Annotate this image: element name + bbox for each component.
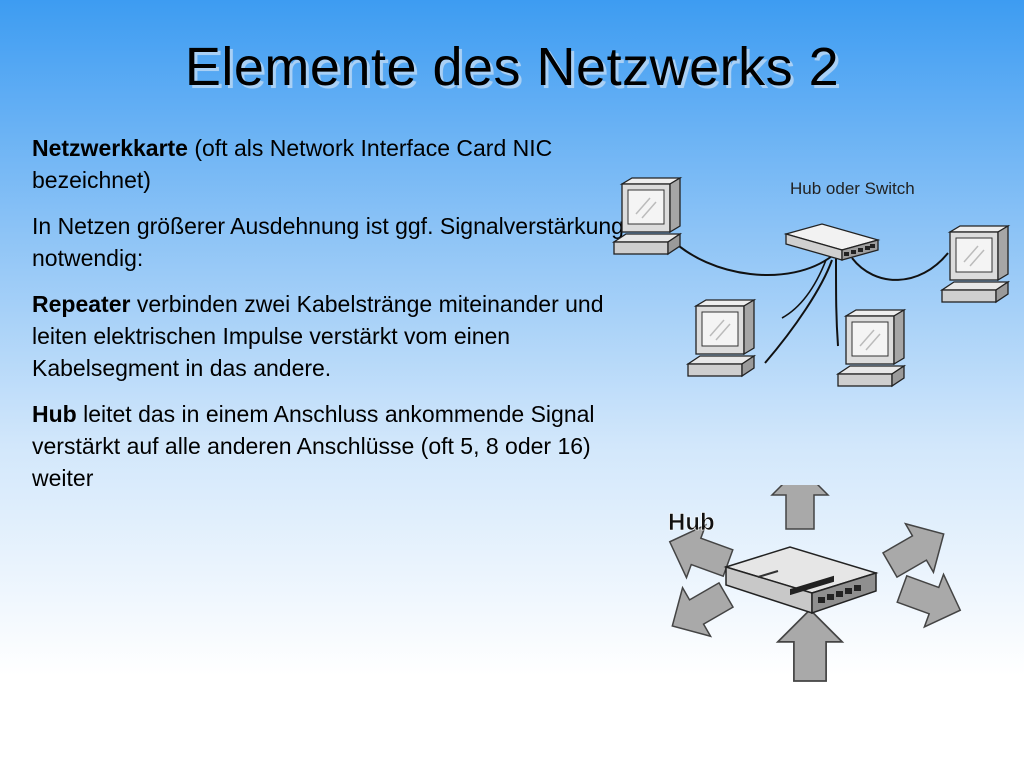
term-hub: Hub — [32, 401, 77, 427]
paragraph-signalverstaerkung: In Netzen größerer Ausdehnung ist ggf. S… — [32, 210, 647, 274]
hub-icon — [783, 223, 881, 261]
paragraph-text: In Netzen größerer Ausdehnung ist ggf. S… — [32, 213, 624, 271]
paragraph-text: (oft als Network Interface Card NIC beze… — [32, 135, 553, 193]
hub-diagram: Hub — [657, 485, 971, 682]
hub-switch-label: Hub oder Switch — [790, 179, 915, 198]
paragraph-hub: Hub leitet das in einem Anschluss ankomm… — [32, 398, 647, 494]
arrow-icon — [776, 608, 844, 682]
paragraph-text: leitet das in einem Anschluss ankommende… — [32, 401, 595, 491]
term-netzwerkkarte: Netzwerkkarte — [32, 135, 188, 161]
paragraph-repeater: Repeater verbinden zwei Kabelstränge mit… — [32, 288, 647, 384]
network-diagram: Hub oder Switch — [613, 177, 1009, 387]
computer-icon — [837, 309, 905, 387]
computer-icon — [613, 177, 681, 255]
arrow-icon — [771, 485, 829, 530]
computer-icon — [941, 225, 1009, 303]
slide-body: Netzwerkkarte (oft als Network Interface… — [32, 132, 647, 508]
paragraph-netzwerkkarte: Netzwerkkarte (oft als Network Interface… — [32, 132, 647, 196]
hub-label: Hub — [668, 509, 715, 536]
slide-title: Elemente des Netzwerks 2 — [184, 37, 840, 97]
paragraph-text: verbinden zwei Kabelstränge miteinander … — [32, 291, 604, 381]
term-repeater: Repeater — [32, 291, 131, 317]
computer-icon — [687, 299, 755, 377]
hub-icon — [723, 546, 879, 615]
